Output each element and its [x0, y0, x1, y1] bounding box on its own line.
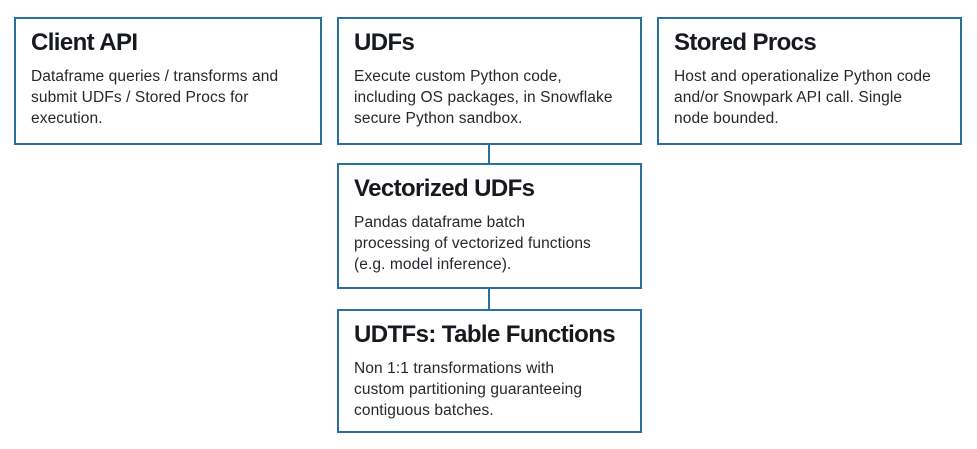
vectorized-udfs-title: Vectorized UDFs [354, 175, 535, 202]
udfs-title: UDFs [354, 29, 415, 56]
vectorized-udfs-description: Pandas dataframe batch processing of vec… [354, 212, 625, 275]
description-line: (e.g. model inference). [354, 255, 512, 273]
description-line: Execute custom Python code, [354, 67, 562, 85]
stored-procs-box: Stored Procs Host and operationalize Pyt… [657, 17, 962, 145]
stored-procs-description: Host and operationalize Python code and/… [674, 66, 945, 129]
connector-udfs-to-vectorized-udfs [488, 145, 490, 163]
description-line: processing of vectorized functions [354, 234, 591, 252]
description-line: Non 1:1 transformations with [354, 359, 555, 377]
udtfs-table-functions-title: UDTFs: Table Functions [354, 321, 616, 348]
description-line: Host and operationalize Python code [674, 67, 931, 85]
udfs-box: UDFs Execute custom Python code, includi… [337, 17, 642, 145]
description-line: Dataframe queries / transforms and [31, 67, 279, 85]
client-api-title: Client API [31, 29, 138, 56]
description-line: custom partitioning guaranteeing [354, 380, 583, 398]
description-line: node bounded. [674, 109, 779, 127]
description-line: and/or Snowpark API call. Single [674, 88, 903, 106]
description-line: contiguous batches. [354, 401, 494, 419]
connector-vectorized-udfs-to-udtfs [488, 289, 490, 309]
description-line: execution. [31, 109, 103, 127]
udtfs-table-functions-box: UDTFs: Table Functions Non 1:1 transform… [337, 309, 642, 433]
client-api-box: Client API Dataframe queries / transform… [14, 17, 322, 145]
client-api-description: Dataframe queries / transforms and submi… [31, 66, 305, 129]
description-line: secure Python sandbox. [354, 109, 523, 127]
description-line: including OS packages, in Snowflake [354, 88, 613, 106]
udtfs-table-functions-description: Non 1:1 transformations with custom part… [354, 358, 625, 421]
stored-procs-title: Stored Procs [674, 29, 817, 56]
udfs-description: Execute custom Python code, including OS… [354, 66, 625, 129]
description-line: Pandas dataframe batch [354, 213, 526, 231]
vectorized-udfs-box: Vectorized UDFs Pandas dataframe batch p… [337, 163, 642, 289]
description-line: submit UDFs / Stored Procs for [31, 88, 249, 106]
